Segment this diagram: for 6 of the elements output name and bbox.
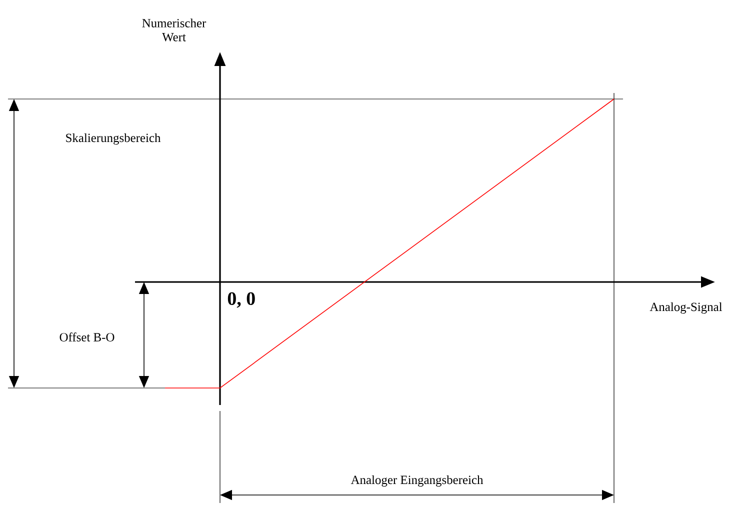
axis-label: Analog-Signal xyxy=(650,302,722,314)
origin-label: 0, 0 xyxy=(228,292,255,308)
dimension-label: Analoger Eingangsbereich xyxy=(350,475,484,487)
dimension-label: Offset B-O xyxy=(60,332,114,342)
axis-label: Numerischer Wert xyxy=(142,18,206,42)
dimension-label: Skalierungsbereich xyxy=(66,133,161,145)
